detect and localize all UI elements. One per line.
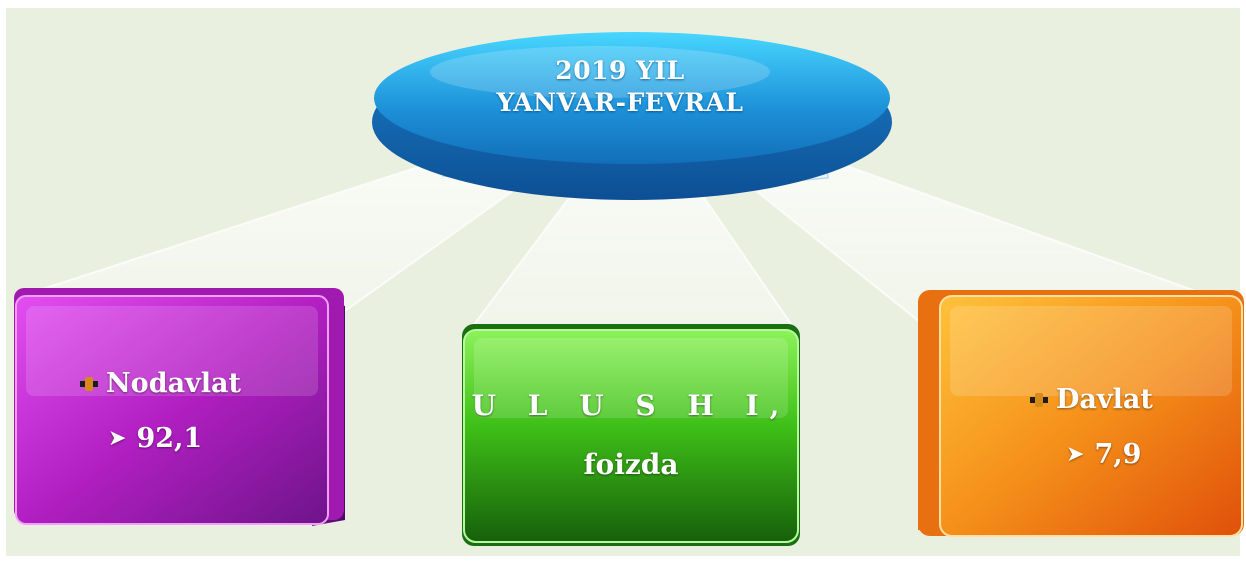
- box-left: [14, 288, 345, 526]
- arrowhead-icon: ➤: [108, 426, 127, 451]
- diagram-title: 2019 YIL YANVAR-FEVRAL: [410, 55, 830, 119]
- title-disc: [372, 32, 892, 200]
- box-right: [918, 290, 1244, 537]
- box-center-text: U L U S H I, foizda: [463, 330, 799, 540]
- title-line-1: 2019 YIL: [555, 56, 685, 85]
- nodavlat-label: Nodavlat: [106, 368, 241, 399]
- title-line-2: YANVAR-FEVRAL: [496, 88, 744, 117]
- nodavlat-value: 92,1: [136, 423, 203, 454]
- nodavlat-value-row: ➤ 92,1: [108, 423, 241, 454]
- davlat-label-row: Davlat: [1030, 384, 1153, 415]
- bullet-square-icon: [80, 376, 98, 391]
- nodavlat-label-row: Nodavlat: [80, 368, 241, 399]
- box-right-text: Davlat ➤ 7,9: [1030, 384, 1153, 470]
- arrowhead-icon: ➤: [1066, 442, 1085, 467]
- box-left-text: Nodavlat ➤ 92,1: [80, 368, 241, 454]
- davlat-label: Davlat: [1056, 384, 1153, 415]
- ulushi-label: U L U S H I,: [471, 389, 791, 422]
- box-center: [462, 324, 800, 546]
- bullet-square-icon: [1030, 392, 1048, 407]
- davlat-value-row: ➤ 7,9: [1066, 439, 1153, 470]
- foizda-label: foizda: [583, 448, 679, 481]
- davlat-value: 7,9: [1094, 439, 1142, 470]
